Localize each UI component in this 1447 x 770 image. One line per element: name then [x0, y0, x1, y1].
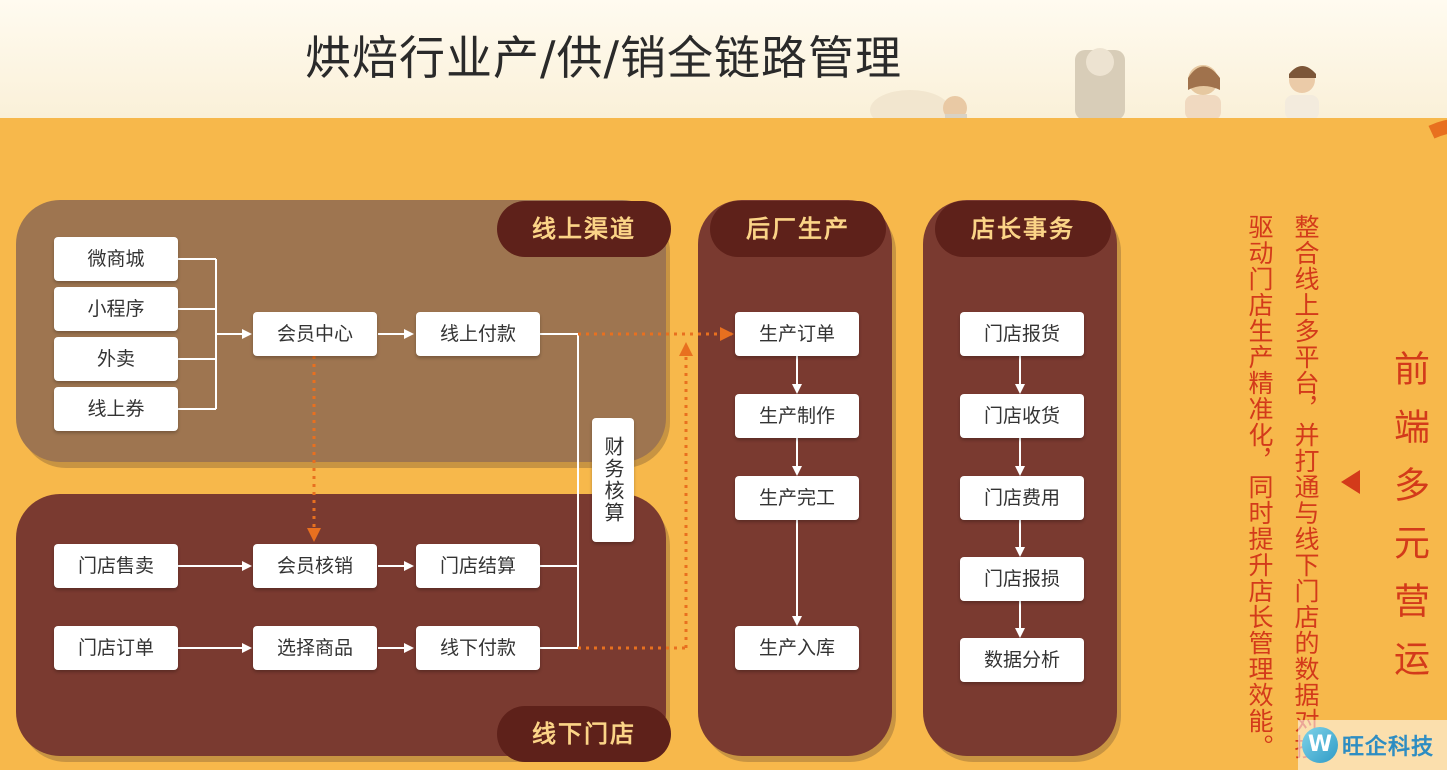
production-complete-node: 生产完工 — [735, 476, 859, 520]
production-making-node: 生产制作 — [735, 394, 859, 438]
store-expense-node: 门店费用 — [960, 476, 1084, 520]
offline-store-label: 线下门店 — [497, 706, 671, 762]
header: 烘焙行业产/供/销全链路管理 — [0, 0, 1447, 120]
online-payment-node: 线上付款 — [416, 312, 540, 356]
store-receive-goods-node: 门店收货 — [960, 394, 1084, 438]
store-manager-label: 店长事务 — [935, 201, 1111, 257]
frontend-operations-heading: 前端多元营运 — [1388, 350, 1429, 698]
production-storage-node: 生产入库 — [735, 626, 859, 670]
brand-logo-icon: W — [1302, 727, 1338, 763]
online-source-mall: 微商城 — [54, 237, 178, 281]
store-settlement-node: 门店结算 — [416, 544, 540, 588]
offline-payment-node: 线下付款 — [416, 626, 540, 670]
factory-production-label: 后厂生产 — [710, 201, 886, 257]
production-order-node: 生产订单 — [735, 312, 859, 356]
select-goods-node: 选择商品 — [253, 626, 377, 670]
online-source-miniprogram: 小程序 — [54, 287, 178, 331]
brand-name: 旺企科技 — [1342, 735, 1435, 760]
pointer-triangle-icon — [1341, 470, 1360, 494]
online-channel-label: 线上渠道 — [497, 201, 671, 257]
online-source-coupon: 线上券 — [54, 387, 178, 431]
side-description-2: 驱动门店生产精准化，同时提升店长管理效能。 — [1245, 214, 1274, 760]
store-sales-node: 门店售卖 — [54, 544, 178, 588]
store-report-goods-node: 门店报货 — [960, 312, 1084, 356]
member-verify-node: 会员核销 — [253, 544, 377, 588]
store-loss-report-node: 门店报损 — [960, 557, 1084, 601]
decorative-people-illustration — [870, 48, 1319, 120]
brand-watermark: W 旺企科技 — [1298, 720, 1447, 770]
side-description-1: 整合线上多平台，并打通与线下门店的数据对接 — [1291, 214, 1320, 760]
member-center-node: 会员中心 — [253, 312, 377, 356]
page-title: 烘焙行业产/供/销全链路管理 — [305, 31, 902, 85]
data-analysis-node: 数据分析 — [960, 638, 1084, 682]
store-order-node: 门店订单 — [54, 626, 178, 670]
online-source-delivery: 外卖 — [54, 337, 178, 381]
finance-accounting-node: 财务核算 — [592, 418, 634, 542]
